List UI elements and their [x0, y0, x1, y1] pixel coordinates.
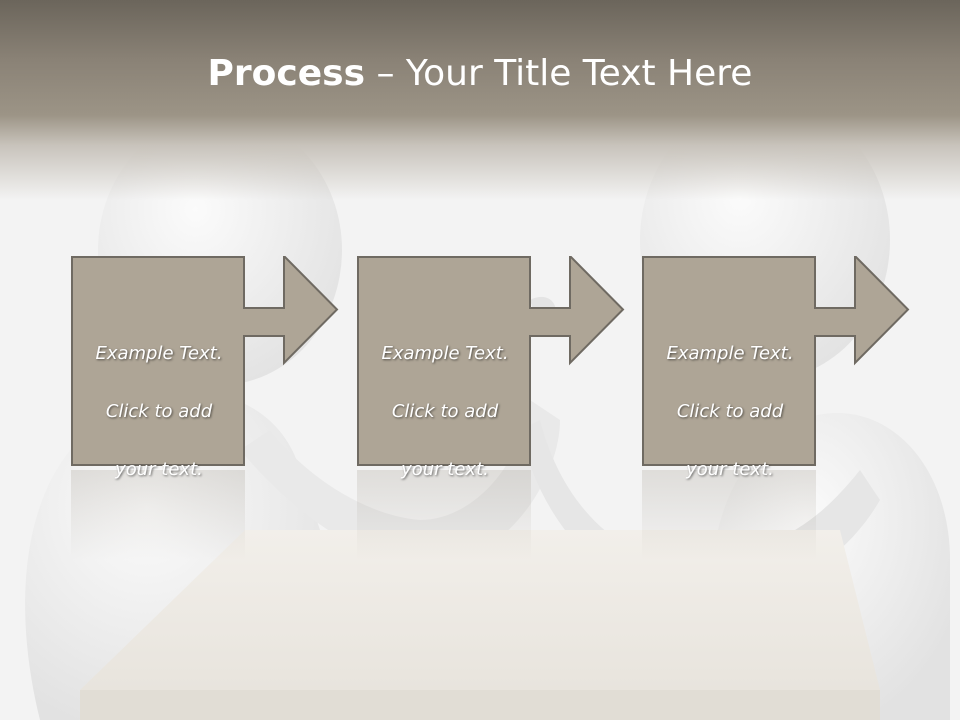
- step-1-reflection: [71, 470, 245, 560]
- step-3-line-1: Example Text.: [666, 343, 794, 364]
- step-3-line-2: Click to add: [676, 401, 784, 422]
- title-rest: – Your Title Text Here: [365, 53, 753, 94]
- process-step-3[interactable]: Example Text. Click to add your text.: [642, 256, 912, 480]
- step-2-line-1: Example Text.: [381, 343, 509, 364]
- title-bold: Process: [207, 53, 366, 94]
- step-3-line-3: your text.: [686, 459, 774, 480]
- arrow-right-icon: [642, 256, 910, 466]
- process-step-1[interactable]: Example Text. Click to add your text.: [71, 256, 341, 480]
- slide-title[interactable]: Process – Your Title Text Here: [0, 52, 960, 96]
- arrow-right-icon: [357, 256, 625, 466]
- step-1-line-2: Click to add: [105, 401, 213, 422]
- step-1-line-3: your text.: [115, 459, 203, 480]
- process-step-2[interactable]: Example Text. Click to add your text.: [357, 256, 627, 480]
- step-2-line-3: your text.: [401, 459, 489, 480]
- step-1-line-1: Example Text.: [95, 343, 223, 364]
- arrow-right-icon: [71, 256, 339, 466]
- step-3-text[interactable]: Example Text. Click to add your text.: [648, 310, 812, 513]
- step-1-text[interactable]: Example Text. Click to add your text.: [77, 310, 241, 513]
- step-2-reflection: [357, 470, 531, 560]
- step-2-text[interactable]: Example Text. Click to add your text.: [363, 310, 527, 513]
- table: [80, 530, 880, 720]
- step-2-line-2: Click to add: [391, 401, 499, 422]
- step-3-reflection: [642, 470, 816, 560]
- title-band: [0, 0, 960, 200]
